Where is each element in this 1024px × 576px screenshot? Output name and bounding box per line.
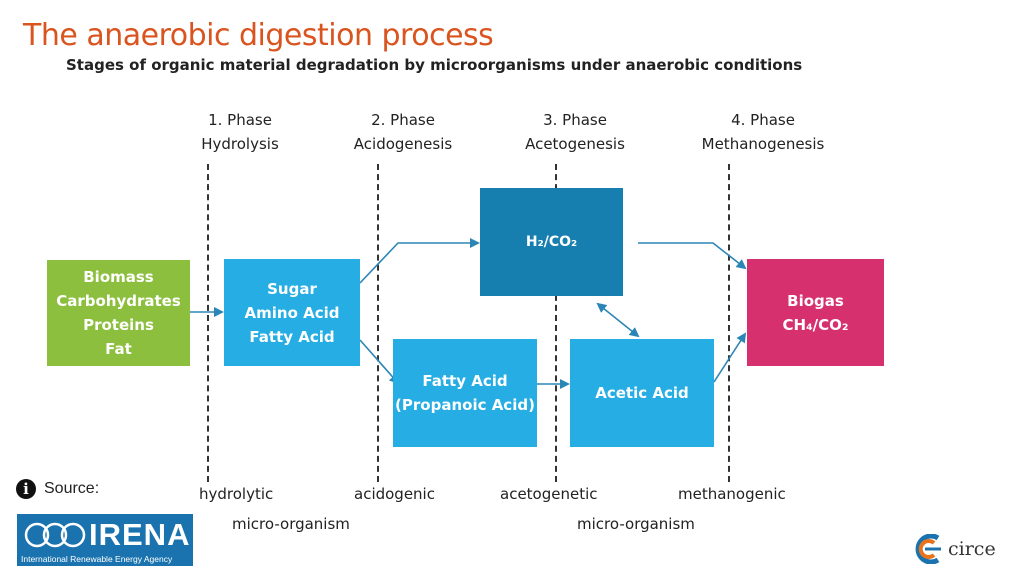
info-icon: i: [16, 479, 36, 499]
fatty-acid-label: Fatty Acid: [249, 327, 335, 346]
phase-3-number: 3. Phase: [543, 111, 607, 129]
phase-4-label: 4. Phase Methanogenesis: [688, 108, 838, 156]
irena-subtitle: International Renewable Energy Agency: [21, 554, 173, 564]
fat-label: Fat: [105, 340, 132, 358]
biomass-box: Biomass Carbohydrates Proteins Fat: [47, 260, 190, 366]
acetogenetic-label: acetogenetic: [500, 485, 598, 503]
propanoic-acid-label: (Propanoic Acid): [395, 396, 535, 414]
arrow-h2co2-to-biogas: [638, 242, 747, 270]
carbohydrates-label: Carbohydrates: [56, 292, 181, 310]
hydrolytic-label: hydrolytic: [199, 485, 274, 503]
sugar-box: Sugar Amino Acid Fatty Acid: [224, 259, 360, 366]
phase-1-divider: [207, 164, 209, 482]
phase-3-name: Acetogenesis: [525, 135, 625, 153]
sugar-label: Sugar: [267, 279, 317, 298]
arrow-h2co2-acetic: [596, 302, 640, 338]
ch4co2-label: CH₄/CO₂: [782, 315, 849, 334]
phase-2-label: 2. Phase Acidogenesis: [338, 108, 468, 156]
phase-4-name: Methanogenesis: [701, 135, 825, 153]
phase-2-name: Acidogenesis: [353, 135, 453, 153]
phase-2-number: 2. Phase: [371, 111, 435, 129]
irena-logo: IRENA International Renewable Energy Age…: [17, 514, 193, 566]
circe-wordmark: circe: [948, 538, 996, 560]
acetic-acid-box: Acetic Acid: [570, 339, 714, 447]
acidogenic-label: acidogenic: [354, 485, 435, 503]
circe-emblem-icon: [915, 534, 941, 564]
micro-organism-label-2: micro-organism: [577, 515, 695, 533]
phase-4-divider: [728, 164, 730, 482]
arrow-acetic-to-biogas: [713, 332, 747, 383]
acetic-acid-label: Acetic Acid: [595, 384, 689, 402]
irena-wordmark: IRENA: [89, 517, 191, 552]
biomass-label: Biomass: [83, 268, 154, 286]
micro-organism-label-1: micro-organism: [232, 515, 350, 533]
fatty-acid-title: Fatty Acid: [422, 372, 508, 390]
fatty-acid-box: Fatty Acid (Propanoic Acid): [393, 339, 537, 447]
phase-3-divider: [555, 164, 557, 482]
circe-logo: circe: [912, 534, 996, 564]
source-line: i Source:: [16, 479, 99, 499]
methanogenic-label: methanogenic: [678, 485, 786, 503]
proteins-label: Proteins: [83, 316, 154, 334]
biogas-box: Biogas CH₄/CO₂: [747, 259, 884, 366]
page-subtitle: Stages of organic material degradation b…: [66, 56, 803, 74]
phase-1-label: 1. Phase Hydrolysis: [180, 108, 300, 156]
phase-4-number: 4. Phase: [731, 111, 795, 129]
page-title: The anaerobic digestion process: [23, 18, 494, 53]
phase-1-name: Hydrolysis: [201, 135, 279, 153]
h2co2-box: H₂/CO₂: [480, 188, 623, 296]
amino-acid-label: Amino Acid: [244, 303, 340, 322]
arrow-sugar-to-h2co2: [359, 238, 480, 284]
h2co2-label: H₂/CO₂: [525, 234, 578, 250]
arrow-sugar-to-fatty-acid: [359, 339, 400, 385]
phase-3-label: 3. Phase Acetogenesis: [510, 108, 640, 156]
phase-1-number: 1. Phase: [208, 111, 272, 129]
source-label: Source:: [44, 480, 100, 497]
biogas-label: Biogas: [787, 291, 844, 310]
irena-rings-icon: [24, 522, 86, 548]
phase-2-divider: [377, 164, 379, 482]
